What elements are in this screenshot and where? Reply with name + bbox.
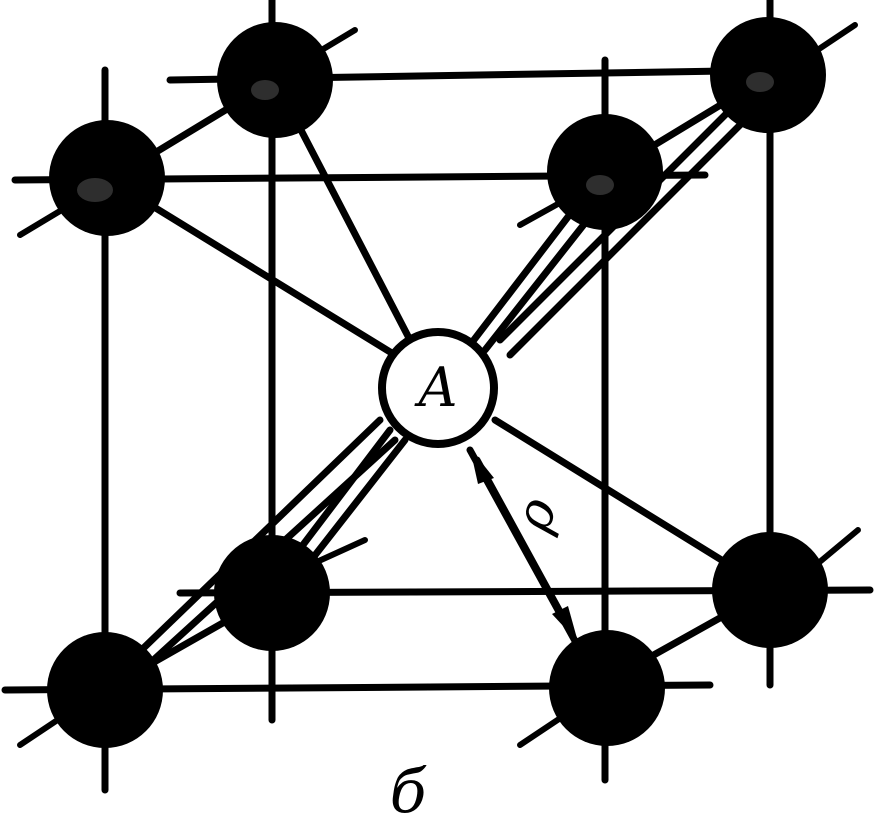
ion-front-top-right <box>547 114 663 230</box>
figure-label: б <box>390 757 427 822</box>
center-ion-label: A <box>414 356 458 419</box>
ion-back-bottom-right <box>712 532 828 648</box>
stub-front-bottom-right <box>517 712 568 748</box>
bond-back-top-right-b <box>506 86 779 359</box>
distance-arrow-shaft <box>473 456 574 634</box>
ion-texture-back-top-left <box>251 80 279 100</box>
distance-arrow <box>470 448 578 642</box>
ion-texture-back-top-right <box>746 72 774 92</box>
center-ion-circle <box>378 328 498 448</box>
ion-back-bottom-left <box>214 535 330 651</box>
ion-front-bottom-right <box>549 630 665 746</box>
ion-front-top-left <box>49 120 165 236</box>
ion-front-bottom-left <box>47 632 163 748</box>
distance-arrow-head-bottom <box>552 606 578 642</box>
bond-front-top-left <box>106 176 399 359</box>
ion-back-top-left <box>217 22 333 138</box>
ion-texture-front-top-right <box>586 175 614 195</box>
ion-texture-front-top-left <box>77 178 113 202</box>
center-ion: A <box>378 328 498 448</box>
corner-ions <box>47 17 828 748</box>
ion-back-top-right <box>710 17 826 133</box>
distance-arrow-head-top <box>470 448 494 484</box>
